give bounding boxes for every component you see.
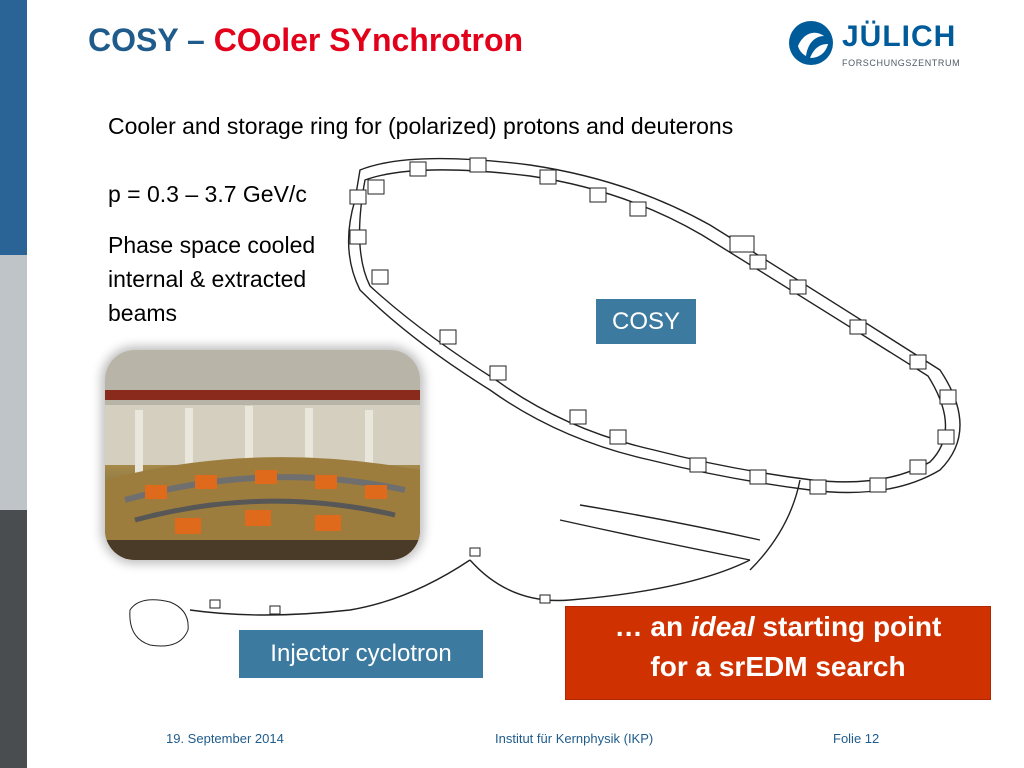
title-prefix: COSY –	[88, 22, 205, 58]
callout-line-1: … an ideal starting point	[566, 607, 990, 647]
callout-line-2: for a srEDM search	[650, 651, 906, 682]
juelich-logo: JÜLICH FORSCHUNGSZENTRUM	[786, 14, 960, 74]
beam-description: Phase space cooled internal & extracted …	[108, 232, 316, 326]
side-stripe-dark	[0, 510, 27, 768]
extraction-beamline	[749, 479, 801, 571]
slide-title: COSY – COoler SYnchrotron	[88, 22, 523, 59]
injector-cyclotron-label: Injector cyclotron	[238, 629, 484, 679]
side-stripe-blue	[0, 0, 27, 255]
cosy-ring-diagram	[129, 157, 961, 647]
footer-institute: Institut für Kernphysik (IKP)	[495, 731, 654, 746]
description-line: Cooler and storage ring for (polarized) …	[108, 113, 734, 139]
callout-emphasis: ideal	[690, 611, 755, 642]
callout-prefix: … an	[614, 611, 684, 642]
logo-wordmark: JÜLICH	[842, 20, 957, 53]
accelerator-hall-photo	[105, 350, 420, 560]
cyclotron-shape	[129, 599, 189, 647]
side-stripe-grey	[0, 255, 27, 510]
footer-page-number: Folie 12	[833, 731, 880, 746]
title-accent: COoler SYnchrotron	[213, 22, 524, 58]
momentum-range: p = 0.3 – 3.7 GeV/c	[108, 181, 307, 207]
srEDM-callout: … an ideal starting point for a srEDM se…	[565, 606, 991, 700]
callout-suffix: starting point	[762, 611, 942, 642]
hall-photo-illustration	[105, 350, 420, 560]
logo-subtitle: FORSCHUNGSZENTRUM	[842, 58, 961, 68]
cosy-ring-path	[347, 157, 961, 494]
footer-date: 19. September 2014	[166, 731, 284, 746]
cosy-ring-label: COSY	[596, 299, 696, 344]
injection-beamline	[469, 559, 751, 602]
juelich-logo-icon	[789, 21, 833, 65]
